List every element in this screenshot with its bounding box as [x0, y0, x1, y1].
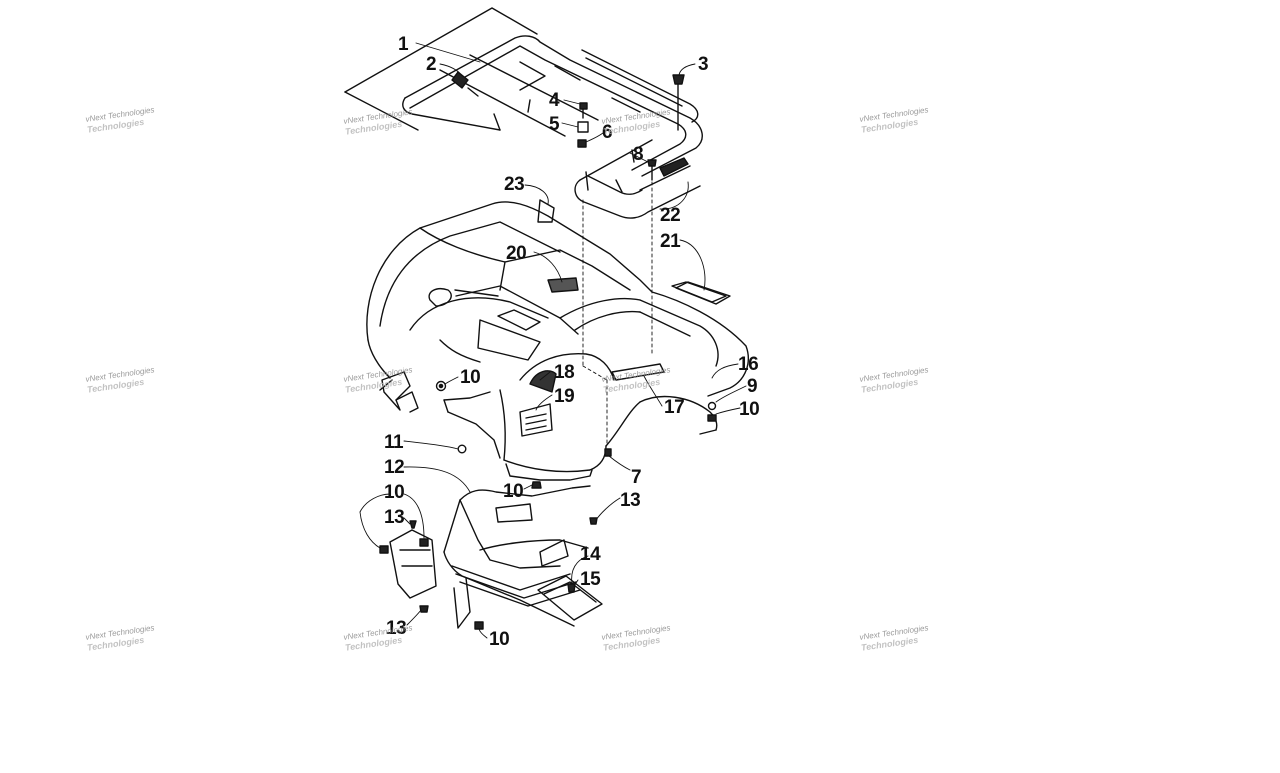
callout-10-e: 10: [489, 629, 509, 650]
callout-13-a: 13: [620, 490, 640, 511]
callout-10-b: 10: [739, 399, 759, 420]
callout-15: 15: [580, 569, 601, 590]
callout-1: 1: [398, 34, 409, 55]
callout-17: 17: [664, 397, 684, 418]
callout-16: 16: [738, 354, 758, 375]
hardware-washers: [379, 380, 717, 630]
callout-14: 14: [580, 544, 601, 565]
callout-18: 18: [554, 362, 574, 383]
callout-5: 5: [549, 114, 560, 135]
callout-22: 22: [660, 205, 680, 226]
callout-12: 12: [384, 457, 404, 478]
callout-10-a: 10: [460, 367, 480, 388]
callout-4: 4: [549, 90, 560, 111]
callout-10-c: 10: [503, 481, 523, 502]
callout-19: 19: [554, 386, 574, 407]
callout-3: 3: [698, 54, 708, 75]
callout-labels: 1 2 3 4 5 6 7 8 9 10 10 10 10 10 11 12 1…: [384, 34, 760, 650]
footwell-guard: [389, 485, 603, 629]
rack-fasteners: [451, 71, 685, 181]
callout-23: 23: [504, 174, 524, 195]
decal-23: [537, 199, 555, 223]
callout-13-b: 13: [384, 507, 404, 528]
callout-2: 2: [426, 54, 436, 75]
callout-7: 7: [631, 467, 641, 488]
callout-21: 21: [660, 231, 681, 252]
leader-lines: [359, 42, 747, 639]
rear-rack: [344, 7, 703, 219]
callout-20: 20: [506, 243, 526, 264]
callout-10-d: 10: [384, 482, 404, 503]
decal-21: [675, 281, 731, 305]
callout-13-c: 13: [386, 618, 406, 639]
callout-11: 11: [384, 432, 404, 453]
alignment-lines: [582, 181, 653, 447]
callout-8: 8: [633, 144, 643, 165]
rear-fender: [366, 201, 749, 481]
callout-6: 6: [602, 122, 612, 143]
callout-9: 9: [747, 376, 757, 397]
